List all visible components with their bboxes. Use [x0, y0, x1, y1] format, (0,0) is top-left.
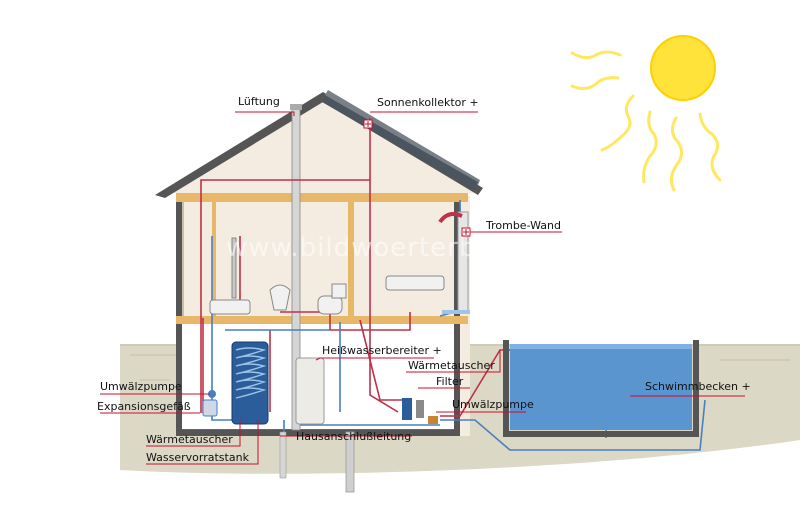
watermark: www.bildwoerterbuch.com [226, 233, 594, 263]
leader-lines [100, 111, 745, 465]
label-waermetauscher-left: Wärmetauscher [146, 433, 233, 446]
filter-unit [416, 400, 424, 418]
label-umwaelzpumpe-left: Umwälzpumpe [100, 380, 182, 393]
pump-right [428, 416, 438, 424]
water-storage-tank [231, 341, 269, 425]
label-expansionsgefaess: Expansionsgefäß [97, 400, 191, 413]
label-trombe-wand: Trombe-Wand [485, 219, 561, 232]
ventilation-pipe [290, 104, 302, 431]
hot-water-heater [295, 357, 325, 425]
label-umwaelzpumpe-right: Umwälzpumpe [452, 398, 534, 411]
label-sonnenkollektor: Sonnenkollektor + [377, 96, 479, 109]
trombe-wall [438, 211, 470, 314]
pump-left [208, 390, 216, 398]
plus-markers [363, 119, 471, 237]
sun [570, 35, 722, 192]
label-schwimmbecken: Schwimmbecken + [645, 380, 751, 393]
label-filter: Filter [436, 375, 464, 388]
swimming-pool [503, 340, 699, 437]
label-hausanschlussleitung: Hausanschlußleitung [296, 430, 411, 443]
label-wasservorratstank: Wasservorratstank [146, 451, 250, 464]
drain-post [279, 431, 287, 479]
heat-exchanger-right [402, 398, 412, 420]
expansion-vessel [202, 399, 218, 417]
solar-collector [322, 96, 478, 190]
supply-line-post [345, 431, 355, 493]
bathroom-fixtures [209, 237, 445, 315]
label-lueftung: Lüftung [238, 95, 280, 108]
label-heisswasserbereiter: Heißwasserbereiter + [322, 344, 442, 357]
label-waermetauscher-right: Wärmetauscher [408, 359, 495, 372]
